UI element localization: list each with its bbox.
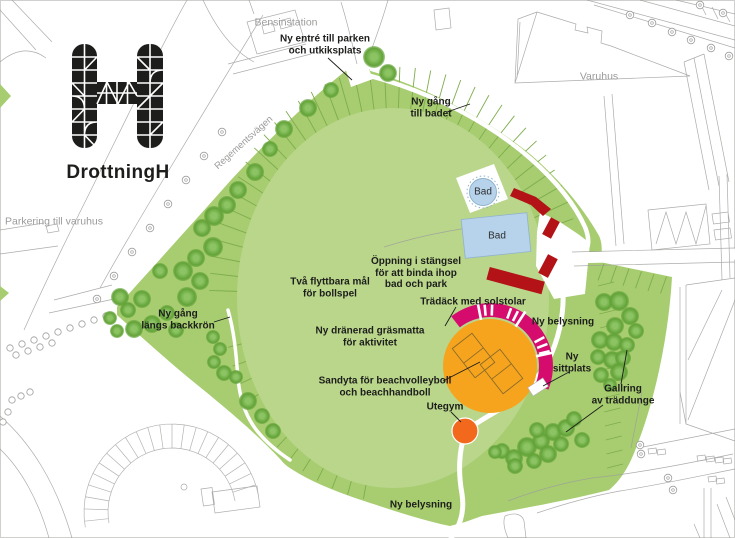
bath-building-elbow	[510, 188, 551, 216]
varuhus-building	[514, 11, 691, 84]
pools	[460, 175, 532, 259]
road-to-bad	[569, 248, 735, 264]
small-shrub-dots	[0, 312, 110, 426]
nw-corner-lines	[0, 0, 53, 63]
parking-buildings	[200, 485, 261, 514]
bottom-left-roads	[0, 415, 73, 538]
bottom-right-roads	[503, 391, 735, 538]
parking-dot	[180, 483, 188, 491]
bath-building-small-2	[538, 254, 558, 278]
regementsvagen-road	[23, 0, 264, 331]
parkering-lines	[0, 222, 115, 314]
rect-pool	[460, 212, 532, 259]
leader-sittplats	[542, 371, 570, 387]
bike-rack-rows	[647, 447, 733, 485]
park-trees	[103, 46, 644, 474]
zigzag-building	[647, 173, 732, 281]
east-parking-lanes	[603, 53, 730, 247]
right-buildings	[679, 277, 735, 424]
leader-gallring-down	[565, 404, 604, 433]
logo-h-icon	[71, 44, 164, 149]
sun-lounger-marks	[476, 301, 554, 358]
leader-gang-backkron	[213, 316, 231, 323]
leader-entre	[327, 57, 353, 81]
sittplats-bench	[527, 377, 549, 397]
green-slivers	[0, 84, 11, 301]
varuhus-roads	[586, 0, 735, 49]
leader-gallring-up	[620, 349, 628, 385]
bath-building-long	[486, 266, 545, 295]
beach-sand-area	[443, 319, 537, 413]
outdoor-gym-circle	[451, 417, 479, 445]
bath-building-small-1	[542, 217, 560, 239]
north-path	[348, 68, 591, 253]
beach-courts	[451, 332, 524, 395]
plazas-and-cuts	[342, 50, 735, 299]
street-tree-symbols	[92, 0, 734, 495]
leader-sandyta	[442, 361, 481, 382]
bath-buildings	[486, 188, 560, 295]
deck-arc	[451, 303, 553, 390]
leader-gang-badet	[446, 103, 471, 113]
drottningh-logo: DrottningH	[55, 36, 181, 184]
gas-station	[202, 0, 312, 75]
round-pool-scallop	[466, 175, 500, 209]
logo-wordmark: DrottningH	[66, 162, 170, 183]
sun-deck	[451, 301, 554, 390]
leader-tradack	[444, 306, 457, 327]
park-inner-lawn	[237, 108, 549, 488]
leader-utegym	[450, 411, 462, 423]
curved-parking-lot	[83, 423, 260, 528]
round-pool	[469, 178, 497, 206]
leader-lines	[213, 57, 628, 433]
